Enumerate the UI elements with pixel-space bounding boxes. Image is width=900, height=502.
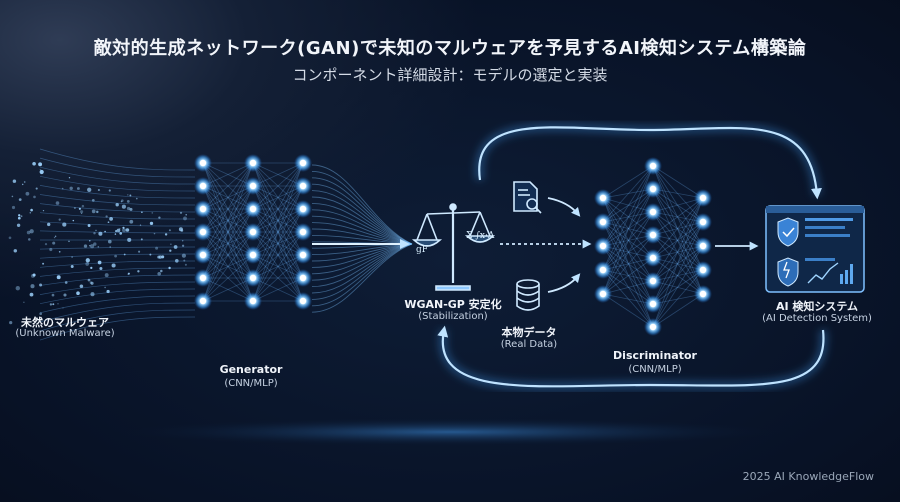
- wgan-label: WGAN-GP 安定化: [404, 298, 502, 311]
- ai-system-sublabel: (AI Detection System): [762, 313, 872, 324]
- unknown-malware-sublabel: (Unknown Malware): [15, 328, 115, 339]
- real-data-sublabel: (Real Data): [500, 339, 558, 350]
- feedback-loop-arrows: [437, 122, 828, 391]
- dashboard-monitor-icon: [765, 205, 865, 293]
- page-subtitle: コンポーネント詳細設計：モデルの選定と実装: [292, 66, 608, 84]
- discriminator-sublabel: (CNN/MLP): [628, 364, 682, 375]
- converging-flow-lines: [311, 164, 413, 313]
- input-particle-stream: [8, 148, 196, 341]
- document-search-icon: [513, 181, 542, 214]
- generator-network-icon: [194, 154, 312, 310]
- discriminator-label: Discriminator: [613, 349, 697, 362]
- ai-system-label: AI 検知システム: [775, 300, 859, 313]
- svg-text:Σ ∫x·A: Σ ∫x·A: [466, 231, 495, 241]
- generator-sublabel: (CNN/MLP): [224, 378, 278, 389]
- discriminator-network-icon: [594, 157, 712, 336]
- database-icon: [516, 279, 540, 311]
- generator-label: Generator: [219, 363, 283, 376]
- footer-credit: 2025 AI KnowledgeFlow: [742, 470, 874, 483]
- unknown-malware-label: 未然のマルウェア: [21, 316, 109, 329]
- svg-text:gF: gF: [416, 245, 428, 255]
- floor-glow: [120, 418, 780, 446]
- balance-scale-icon: gF Σ ∫x·A: [411, 203, 496, 291]
- real-data-label: 本物データ: [501, 326, 557, 339]
- page-title: 敵対的生成ネットワーク(GAN)で未知のマルウェアを予見するAI検知システム構築…: [93, 38, 807, 59]
- wgan-sublabel: (Stabilization): [418, 311, 488, 322]
